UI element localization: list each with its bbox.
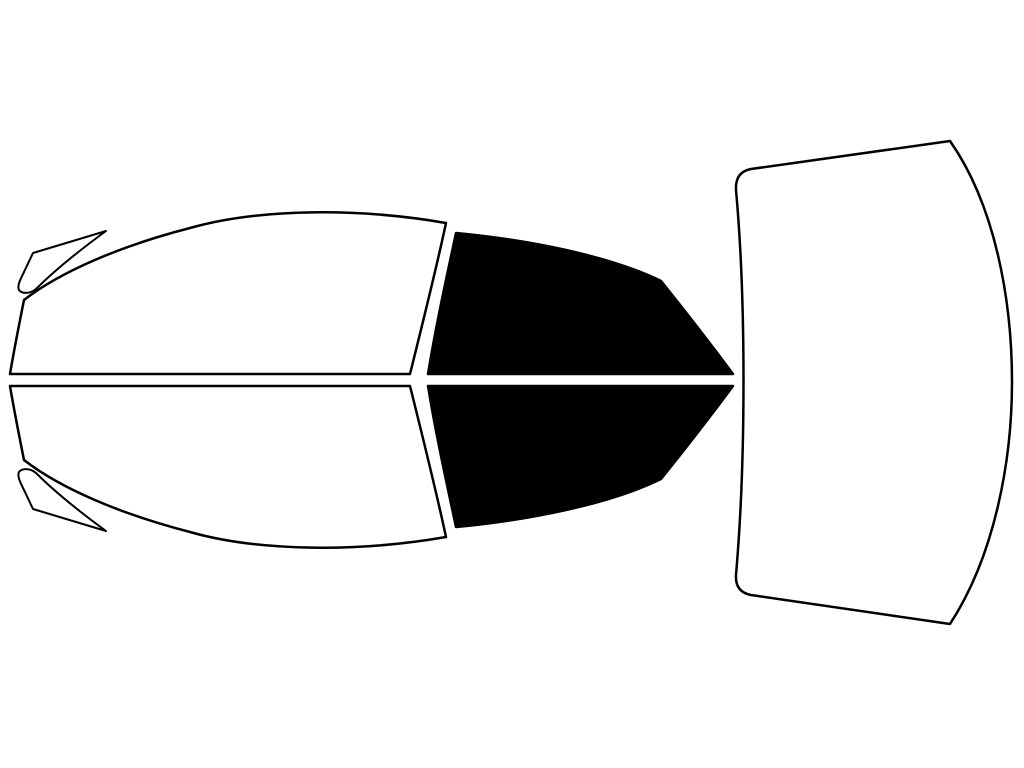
side-windows-lower bbox=[8, 384, 735, 549]
front-door-glass-upper[interactable] bbox=[8, 211, 448, 376]
front-door-glass-lower[interactable] bbox=[8, 384, 448, 549]
side-windows-upper bbox=[8, 211, 735, 376]
front-quarter-glass-lower[interactable] bbox=[17, 468, 107, 532]
rear-door-glass-upper[interactable] bbox=[426, 231, 735, 376]
rear-door-glass-lower[interactable] bbox=[426, 384, 735, 529]
front-quarter-glass-upper[interactable] bbox=[17, 230, 107, 294]
rear-windshield-glass[interactable] bbox=[734, 139, 1014, 626]
